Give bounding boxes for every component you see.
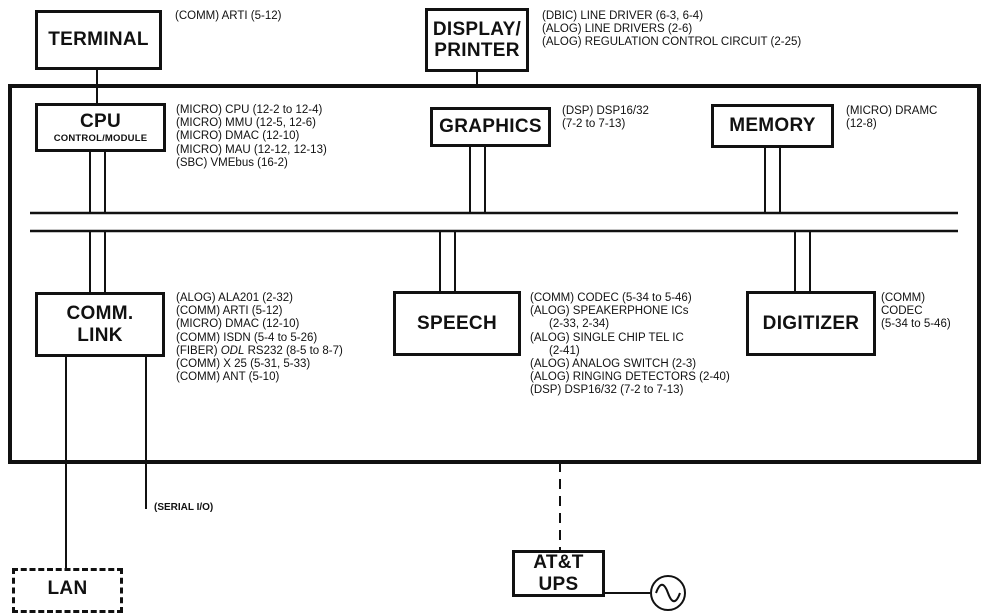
- display-annotation-line: (ALOG) REGULATION CONTROL CIRCUIT (2-25): [542, 36, 802, 49]
- graphics-label: GRAPHICS: [439, 116, 542, 138]
- speech-annotation-line: (2-41): [549, 344, 580, 357]
- serial-io-label: (SERIAL I/O): [154, 502, 214, 513]
- comm-link-block: COMM. LINK: [35, 292, 165, 357]
- comm-link-annotation-line: (MICRO) DMAC (12-10): [176, 318, 300, 331]
- speech-annotation-line: (DSP) DSP16/32 (7-2 to 7-13): [530, 384, 684, 397]
- speech-annotation-line: (ALOG) SPEAKERPHONE ICs: [530, 305, 689, 318]
- speech-annotation-line: (ALOG) SINGLE CHIP TEL IC: [530, 331, 684, 344]
- speech-label: SPEECH: [417, 312, 497, 334]
- cpu-annotation-line: (MICRO) CPU (12-2 to 12-4): [176, 104, 323, 116]
- terminal-annotation: (COMM) ARTI (5-12): [175, 10, 282, 23]
- display-printer-block: DISPLAY/ PRINTER: [425, 8, 529, 72]
- digitizer-label: DIGITIZER: [762, 312, 860, 334]
- comm-link-label-line2: LINK: [77, 324, 123, 346]
- comm-link-label-line1: COMM.: [66, 303, 134, 325]
- cpu-annotation-line: (MICRO) DMAC (12-10): [176, 130, 300, 143]
- speech-annotation-line: (ALOG) ANALOG SWITCH (2-3): [530, 358, 697, 371]
- comm-link-annotation-line: (ALOG) ALA201 (2-32): [176, 292, 293, 304]
- display-annotation: (DBIC) LINE DRIVER (6-3, 6-4) (ALOG) LIN…: [542, 10, 801, 50]
- comm-link-annotation-line: (COMM) ISDN (5-4 to 5-26): [176, 331, 318, 344]
- speech-annotation-line: (ALOG) RINGING DETECTORS (2-40): [530, 371, 730, 384]
- digitizer-block: DIGITIZER: [746, 291, 876, 356]
- odl-italic: ODL: [220, 344, 245, 357]
- memory-annotation-line: (12-8): [846, 118, 877, 131]
- terminal-block: TERMINAL: [35, 10, 162, 70]
- memory-label: MEMORY: [729, 115, 816, 137]
- digitizer-annotation-line: (COMM): [881, 292, 926, 304]
- digitizer-annotation: (COMM) CODEC (5-34 to 5-46): [881, 292, 951, 332]
- wiring-diagram: [8, 68, 981, 594]
- cpu-sublabel: CONTROL/MODULE: [53, 132, 148, 144]
- display-annotation-line: (DBIC) LINE DRIVER (6-3, 6-4): [542, 10, 704, 22]
- comm-link-annotation-line: (COMM) ARTI (5-12): [176, 305, 283, 318]
- memory-block: MEMORY: [711, 104, 834, 148]
- cpu-annotation: (MICRO) CPU (12-2 to 12-4) (MICRO) MMU (…: [176, 104, 327, 170]
- cpu-annotation-line: (MICRO) MAU (12-12, 12-13): [176, 143, 327, 156]
- comm-link-annotation-line: (COMM) X 25 (5-31, 5-33): [176, 358, 311, 371]
- graphics-block: GRAPHICS: [430, 107, 551, 147]
- speech-annotation-line: (COMM) CODEC (5-34 to 5-46): [530, 292, 692, 304]
- display-label-line1: DISPLAY/: [432, 18, 522, 40]
- fiber-prefix: (FIBER): [176, 344, 218, 357]
- terminal-label: TERMINAL: [48, 29, 149, 51]
- digitizer-annotation-line: (5-34 to 5-46): [881, 318, 951, 331]
- lan-label: LAN: [47, 578, 88, 599]
- comm-link-annotation-line-fiber: (FIBER) ODL RS232 (8-5 to 8-7): [176, 345, 343, 358]
- graphics-annotation: (DSP) DSP16/32 (7-2 to 7-13): [562, 105, 649, 131]
- ac-sine-wave-icon: [650, 575, 686, 611]
- memory-annotation-line: (MICRO) DRAMC: [846, 105, 938, 117]
- terminal-annotation-line: (COMM) ARTI (5-12): [175, 10, 282, 22]
- cpu-annotation-line: (SBC) VMEbus (16-2): [176, 156, 288, 169]
- cpu-annotation-line: (MICRO) MMU (12-5, 12-6): [176, 117, 316, 130]
- speech-annotation: (COMM) CODEC (5-34 to 5-46) (ALOG) SPEAK…: [530, 292, 730, 398]
- ups-block: AT&T UPS: [512, 550, 605, 597]
- digitizer-annotation-line: CODEC: [881, 305, 923, 318]
- speech-annotation-line: (2-33, 2-34): [549, 318, 610, 331]
- rs232-text: RS232 (8-5 to 8-7): [247, 344, 343, 357]
- ups-label-line2: UPS: [538, 573, 579, 595]
- memory-annotation: (MICRO) DRAMC (12-8): [846, 105, 937, 131]
- comm-link-annotation: (ALOG) ALA201 (2-32) (COMM) ARTI (5-12) …: [176, 292, 343, 384]
- graphics-annotation-line: (7-2 to 7-13): [562, 118, 626, 131]
- display-label-line2: PRINTER: [434, 40, 520, 61]
- graphics-annotation-line: (DSP) DSP16/32: [562, 105, 649, 117]
- lan-block: LAN: [12, 568, 123, 613]
- system-enclosure: [8, 84, 981, 464]
- speech-block: SPEECH: [393, 291, 521, 356]
- display-annotation-line: (ALOG) LINE DRIVERS (2-6): [542, 23, 693, 36]
- cpu-label: CPU: [79, 110, 121, 132]
- ups-label-line1: AT&T: [533, 552, 584, 574]
- cpu-block: CPU CONTROL/MODULE: [35, 103, 166, 152]
- comm-link-annotation-line: (COMM) ANT (5-10): [176, 371, 280, 384]
